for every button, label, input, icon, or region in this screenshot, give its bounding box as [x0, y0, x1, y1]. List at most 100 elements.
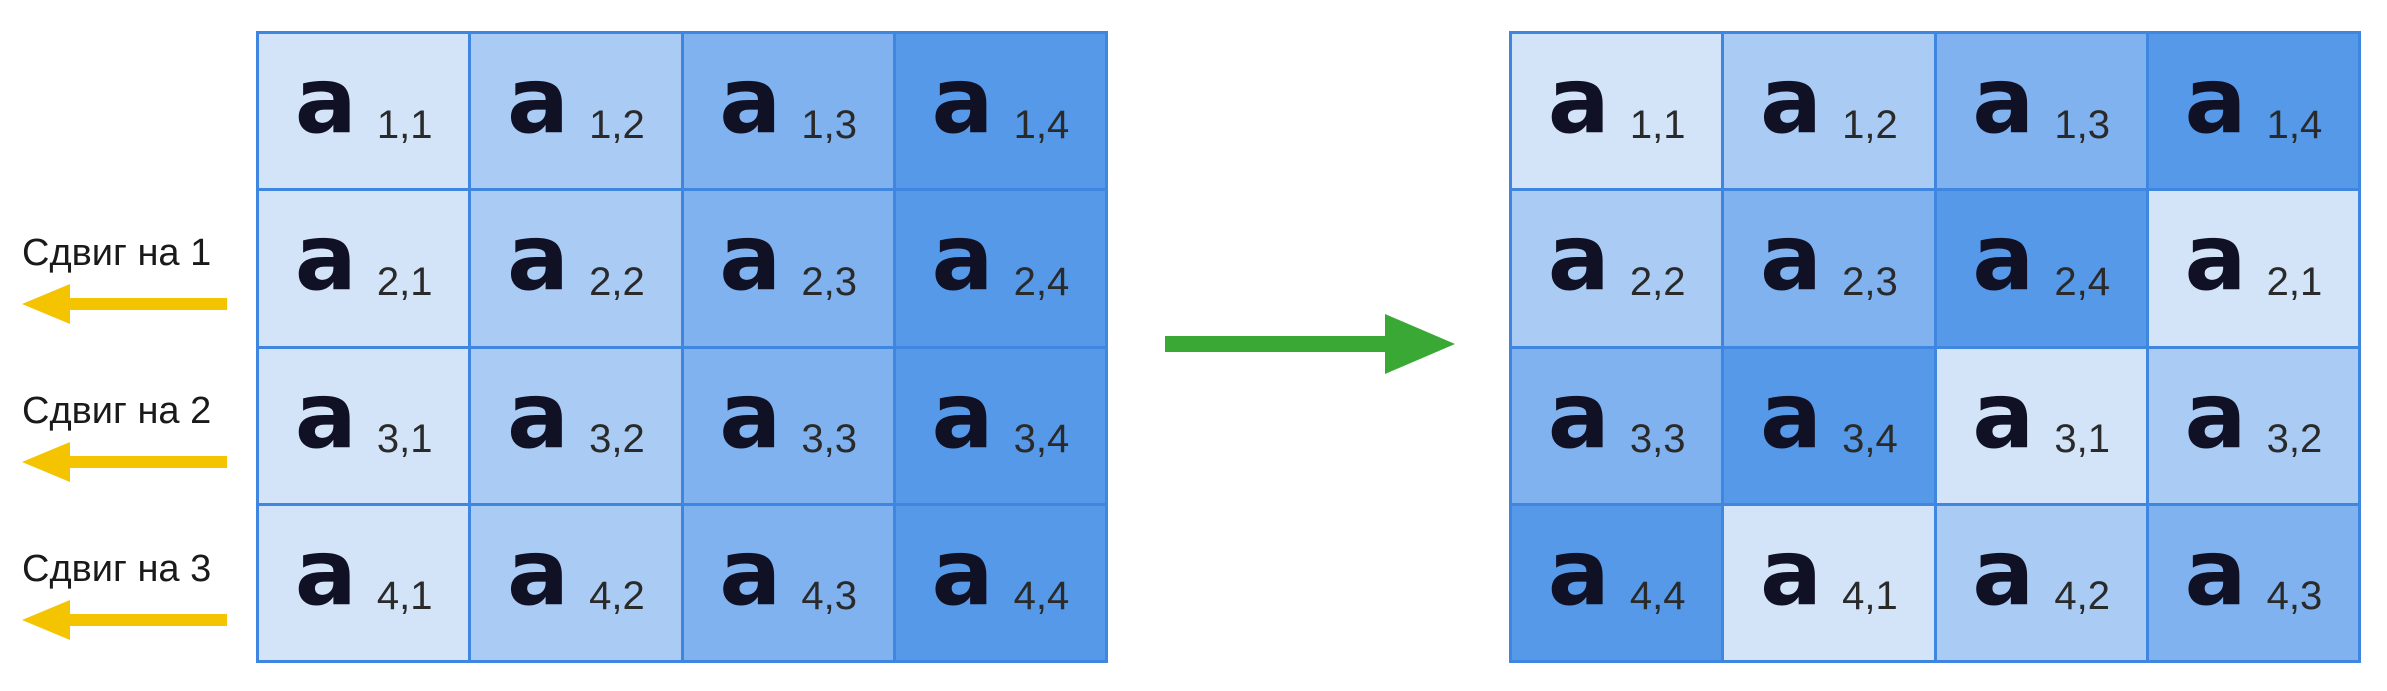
- cell-letter: a: [1547, 204, 1610, 312]
- matrix-cell: a 3,2: [471, 348, 681, 503]
- cell-index: 2,4: [2054, 259, 2110, 304]
- cell-index: 1,2: [1842, 102, 1898, 147]
- shift-left-arrow-icon: [22, 284, 227, 324]
- cell-letter: a: [294, 204, 357, 312]
- matrix-cell: a 4,4: [895, 505, 1105, 660]
- matrix-cell: a 3,4: [1724, 348, 1934, 503]
- matrix-cell: a 1,4: [2148, 34, 2358, 189]
- shift-left-arrow-icon: [22, 600, 227, 640]
- cell-index: 2,3: [1842, 259, 1898, 304]
- shift-label-2: Сдвиг на 2: [22, 390, 212, 432]
- cell-index: 3,2: [2266, 417, 2323, 462]
- shift-label-1: Сдвиг на 1: [22, 232, 212, 274]
- cell-index: 2,1: [2266, 259, 2323, 304]
- cell-index: 1,2: [589, 102, 645, 147]
- cell-letter: a: [1972, 518, 2035, 626]
- matrix-cell: a 4,2: [471, 505, 681, 660]
- cell-letter: a: [294, 361, 357, 469]
- cell-letter: a: [507, 361, 570, 469]
- cell-index: 4,1: [1842, 574, 1898, 619]
- cell-index: 3,1: [376, 417, 433, 462]
- matrix-cell: a 2,1: [259, 191, 469, 346]
- cell-letter: a: [719, 361, 782, 469]
- cell-index: 2,2: [589, 259, 645, 304]
- matrix-cell: a 3,1: [1936, 348, 2146, 503]
- matrix-cell: a 1,1: [1512, 34, 1722, 189]
- cell-letter: a: [931, 518, 994, 626]
- cell-letter: a: [1972, 361, 2035, 469]
- matrix-cell: a 4,2: [1936, 505, 2146, 660]
- cell-letter: a: [1547, 518, 1610, 626]
- cell-index: 2,4: [1013, 259, 1070, 304]
- cell-letter: a: [1547, 361, 1610, 469]
- cell-letter: a: [931, 361, 994, 469]
- cell-index: 3,3: [801, 417, 857, 462]
- cell-index: 3,1: [2054, 417, 2110, 462]
- cell-index: 4,4: [1013, 574, 1070, 619]
- cell-index: 1,1: [376, 102, 433, 147]
- matrix-cell: a 2,3: [1724, 191, 1934, 346]
- cell-index: 1,1: [1629, 102, 1686, 147]
- matrix-cell: a 2,4: [895, 191, 1105, 346]
- matrix-cell: a 4,3: [683, 505, 893, 660]
- matrix-cell: a 4,4: [1512, 505, 1722, 660]
- cell-letter: a: [1972, 47, 2035, 155]
- matrix-cell: a 1,3: [683, 34, 893, 189]
- matrix-cell: a 3,1: [259, 348, 469, 503]
- cell-index: 2,3: [801, 259, 857, 304]
- cell-letter: a: [507, 47, 570, 155]
- cell-letter: a: [2184, 204, 2247, 312]
- cell-letter: a: [2184, 47, 2247, 155]
- cell-index: 2,1: [376, 259, 433, 304]
- cell-letter: a: [294, 47, 357, 155]
- cell-letter: a: [931, 47, 994, 155]
- matrix-cell: a 4,1: [1724, 505, 1934, 660]
- cell-index: 3,3: [1629, 417, 1686, 462]
- cell-letter: a: [931, 204, 994, 312]
- cell-letter: a: [2184, 518, 2247, 626]
- matrix-cell: a 3,3: [1512, 348, 1722, 503]
- cell-letter: a: [719, 204, 782, 312]
- matrix-cell: a 2,1: [2148, 191, 2358, 346]
- matrix-cell: a 1,1: [259, 34, 469, 189]
- cell-index: 3,4: [1013, 417, 1070, 462]
- matrix-cell: a 3,3: [683, 348, 893, 503]
- cell-index: 4,1: [376, 574, 433, 619]
- cell-index: 1,4: [2266, 102, 2323, 147]
- cell-index: 4,3: [2266, 574, 2323, 619]
- matrix-cell: a 1,4: [895, 34, 1105, 189]
- cell-letter: a: [719, 518, 782, 626]
- cell-letter: a: [1760, 361, 1823, 469]
- cell-letter: a: [1760, 204, 1823, 312]
- shift-label-3: Сдвиг на 3: [22, 548, 212, 590]
- transform-right-arrow-icon: [1165, 314, 1455, 374]
- cell-index: 4,3: [801, 574, 857, 619]
- matrix-cell: a 1,2: [471, 34, 681, 189]
- cell-index: 3,4: [1842, 417, 1898, 462]
- matrix-cell: a 1,2: [1724, 34, 1934, 189]
- cell-index: 1,4: [1013, 102, 1070, 147]
- shift-left-arrow-icon: [22, 442, 227, 482]
- cell-index: 4,2: [589, 574, 645, 619]
- cell-index: 1,3: [801, 102, 857, 147]
- matrix-cell: a 2,2: [1512, 191, 1722, 346]
- cell-index: 2,2: [1629, 259, 1686, 304]
- matrix-cell: a 4,3: [2148, 505, 2358, 660]
- cell-letter: a: [719, 47, 782, 155]
- cell-index: 4,4: [1629, 574, 1686, 619]
- matrix-cell: a 3,4: [895, 348, 1105, 503]
- cell-letter: a: [1760, 518, 1823, 626]
- matrix-cell: a 2,3: [683, 191, 893, 346]
- cell-letter: a: [294, 518, 357, 626]
- cell-letter: a: [1760, 47, 1823, 155]
- cell-letter: a: [507, 518, 570, 626]
- cell-letter: a: [1547, 47, 1610, 155]
- cell-index: 4,2: [2054, 574, 2110, 619]
- cell-index: 3,2: [589, 417, 645, 462]
